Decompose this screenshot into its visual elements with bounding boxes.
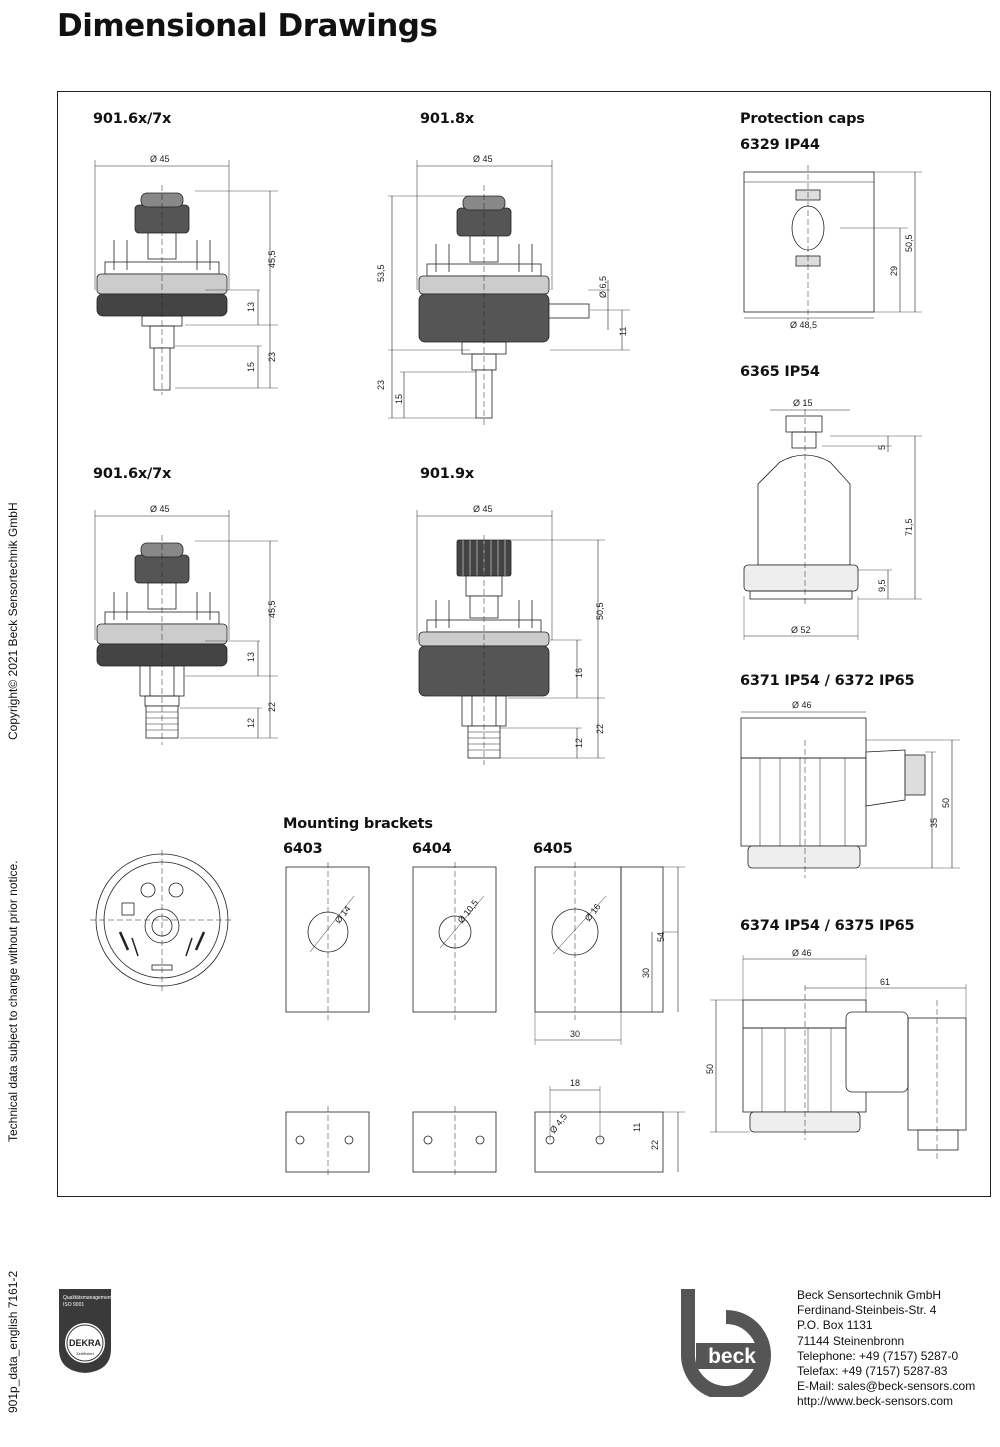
bracket-label-6404: 6404	[412, 841, 452, 857]
section-label-901-8x: 901.8x	[420, 111, 475, 127]
bracket-label-6403: 6403	[283, 841, 323, 857]
dim-bracket6404-hole: Ø 10,5	[456, 898, 481, 925]
switch-901-6x-drawing-1	[94, 160, 278, 395]
company-email[interactable]: E-Mail: sales@beck-sensors.com	[797, 1379, 976, 1394]
protection-caps-heading: Protection caps	[740, 111, 865, 127]
company-street: Ferdinand-Steinbeis-Str. 4	[797, 1303, 937, 1318]
dim-switch1-body: 13	[246, 302, 256, 312]
dim-bracket6405-height: 54	[656, 932, 666, 942]
dim-bracket6405-hole-distance: 18	[570, 1078, 580, 1088]
bracket-6403-drawing	[285, 862, 370, 1178]
dim-switch1-height: 45,5	[267, 250, 277, 268]
dim-cap6365-height: 71,5	[904, 518, 914, 536]
page-title: Dimensional Drawings	[57, 8, 438, 44]
cert-line3: Zertifiziert	[76, 1351, 94, 1356]
cap-6329-drawing	[743, 165, 922, 320]
cert-brand: DEKRA	[69, 1338, 102, 1348]
switch-901-8x-drawing	[388, 160, 630, 425]
bracket-6405-drawing	[534, 862, 685, 1173]
dim-switch1-diameter: Ø 45	[150, 154, 170, 164]
dim-switch2-lower: 23	[376, 380, 386, 390]
dim-switch4-body: 16	[574, 668, 584, 678]
dim-switch3-thread: 12	[246, 718, 256, 728]
company-city: 71144 Steinenbronn	[797, 1333, 905, 1348]
cap-label-6374-6375: 6374 IP54 / 6375 IP65	[740, 918, 915, 934]
dim-switch4-diameter: Ø 45	[473, 504, 493, 514]
dim-cap6365-base: 9,5	[877, 579, 887, 592]
dim-bracket6405-hole-height: 30	[641, 968, 651, 978]
dim-switch3-body: 13	[246, 652, 256, 662]
section-label-901-9x: 901.9x	[420, 466, 475, 482]
dim-bracket6405-small-hole: Ø 4,5	[548, 1112, 569, 1136]
dim-switch2-height: 53,5	[376, 264, 386, 282]
mounting-brackets-heading: Mounting brackets	[283, 816, 433, 832]
dim-cap6374-width: 61	[880, 977, 890, 987]
dim-switch2-diameter: Ø 45	[473, 154, 493, 164]
dim-bracket6405-depth: 22	[650, 1140, 660, 1150]
dim-bracket6403-hole: Ø 14	[333, 904, 353, 926]
bracket-label-6405: 6405	[533, 841, 573, 857]
cap-6374-6375-drawing	[710, 955, 967, 1160]
dim-cap6371-diameter: Ø 46	[792, 700, 812, 710]
dim-switch1-lower: 23	[267, 352, 277, 362]
dim-switch4-thread: 12	[574, 738, 584, 748]
drawings-frame	[57, 91, 991, 1197]
dim-switch2-outlet-height: 11	[618, 327, 628, 336]
dim-cap6374-height: 50	[705, 1064, 715, 1074]
dim-switch1-port: 15	[246, 362, 256, 372]
company-phone: Telephone: +49 (7157) 5287-0	[797, 1348, 959, 1363]
bracket-6404-drawing	[412, 862, 497, 1178]
dim-cap6329-diameter: Ø 48,5	[790, 320, 817, 330]
dim-cap6365-top-diameter: Ø 15	[793, 398, 813, 408]
cert-line1: Qualitätsmanagement	[63, 1295, 113, 1301]
section-label-901-6x-7x-bottom: 901.6x/7x	[93, 466, 172, 482]
dim-switch3-diameter: Ø 45	[150, 504, 170, 514]
logo-text: beck	[708, 1345, 756, 1368]
dim-switch2-port: 15	[394, 394, 404, 404]
dim-bracket6405-hole: Ø 16	[583, 902, 603, 924]
dim-bracket6405-flange: 11	[632, 1123, 642, 1132]
dim-cap6365-diameter: Ø 52	[791, 625, 811, 635]
dim-switch3-lower: 22	[267, 702, 277, 712]
dim-switch2-outlet-diameter: Ø 6,5	[598, 276, 608, 298]
switch-901-9x-drawing	[416, 510, 605, 765]
dim-cap6329-inner: 29	[889, 266, 899, 276]
cert-line2: ISO 9001	[63, 1302, 84, 1308]
dekra-certification-badge: Qualitätsmanagement ISO 9001 DEKRA Zerti…	[59, 1289, 113, 1373]
dim-cap6371-height: 50	[941, 798, 951, 808]
cap-label-6365: 6365 IP54	[740, 364, 820, 380]
switch-bottom-view-drawing	[90, 850, 234, 992]
cap-6365-drawing	[743, 400, 922, 640]
dim-switch4-height: 50,5	[595, 602, 605, 620]
dim-cap6371-inner: 35	[929, 818, 939, 828]
dim-bracket6405-width: 30	[570, 1029, 580, 1039]
company-website[interactable]: http://www.beck-sensors.com	[797, 1394, 954, 1409]
cap-label-6329: 6329 IP44	[740, 137, 820, 153]
copyright-text: Copyright© 2021 Beck Sensortechnik GmbH	[6, 502, 20, 740]
document-reference: 901p_data_english 7161-2	[6, 1270, 20, 1413]
switch-901-6x-drawing-2	[94, 510, 278, 745]
company-address: Beck Sensortechnik GmbH Ferdinand-Steinb…	[797, 1288, 975, 1410]
dim-cap6374-diameter: Ø 46	[792, 948, 812, 958]
beck-logo: beck	[681, 1289, 771, 1397]
cap-label-6371-6372: 6371 IP54 / 6372 IP65	[740, 673, 915, 689]
dim-cap6365-top: 5	[877, 445, 887, 450]
dim-switch4-lower: 22	[595, 724, 605, 734]
section-label-901-6x-7x-top: 901.6x/7x	[93, 111, 172, 127]
company-name: Beck Sensortechnik GmbH	[797, 1288, 942, 1302]
dim-cap6329-height: 50,5	[904, 234, 914, 252]
company-pobox: P.O. Box 1131	[797, 1318, 873, 1333]
dim-switch3-height: 45,5	[267, 600, 277, 618]
cap-6371-6372-drawing	[740, 711, 960, 878]
company-fax: Telefax: +49 (7157) 5287-83	[797, 1364, 948, 1379]
technical-notice: Technical data subject to change without…	[6, 860, 20, 1142]
